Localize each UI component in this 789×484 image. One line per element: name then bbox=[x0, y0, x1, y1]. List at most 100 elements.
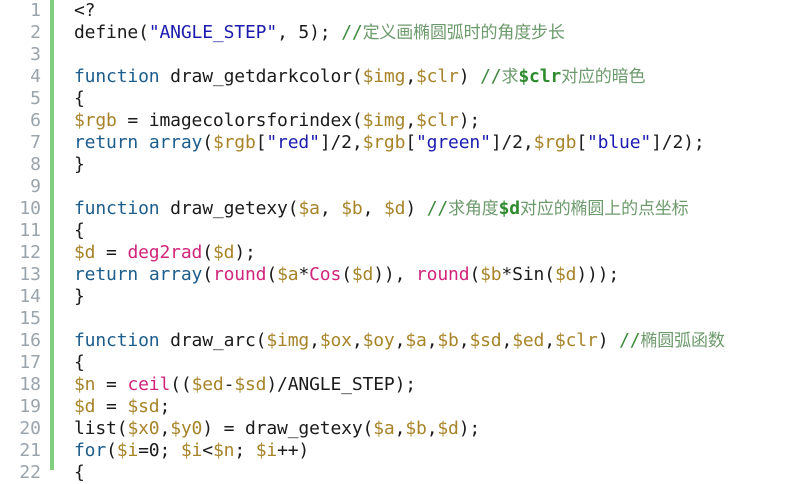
line-number: 16 bbox=[19, 330, 41, 351]
code-token: , bbox=[351, 330, 363, 351]
code-token: ); bbox=[234, 242, 256, 263]
code-token: // bbox=[426, 198, 449, 219]
code-line[interactable]: 14} bbox=[0, 286, 789, 308]
code-text[interactable]: $n = ceil(($ed-$sd)/ANGLE_STEP); bbox=[74, 374, 416, 396]
code-line[interactable]: 3 bbox=[0, 44, 789, 66]
code-token: ) bbox=[597, 330, 620, 351]
code-text[interactable]: { bbox=[74, 220, 85, 242]
line-number: 7 bbox=[30, 132, 41, 153]
line-number: 15 bbox=[19, 308, 41, 329]
code-text[interactable]: function draw_getexy($a, $b, $d) //求角度$d… bbox=[74, 198, 689, 220]
code-token: = bbox=[95, 242, 128, 263]
code-token: - bbox=[223, 374, 235, 395]
code-token: array bbox=[148, 132, 203, 153]
code-token: { bbox=[74, 462, 85, 483]
code-token: $clr bbox=[416, 110, 459, 131]
code-token: $d bbox=[437, 418, 459, 439]
code-token: , bbox=[458, 330, 470, 351]
code-token: ( bbox=[202, 242, 213, 263]
line-number: 12 bbox=[19, 242, 41, 263]
code-text[interactable]: $d = $sd; bbox=[74, 396, 170, 418]
code-line[interactable]: 6 $rgb = imagecolorsforindex($img,$clr); bbox=[0, 110, 789, 132]
code-text[interactable]: return array($rgb["red"]/2,$rgb["green"]… bbox=[74, 132, 705, 154]
code-token: 求角度 bbox=[448, 199, 499, 219]
code-token: $n bbox=[212, 440, 235, 461]
code-token: $a bbox=[277, 264, 299, 285]
code-token: 椭圆弧函数 bbox=[640, 331, 725, 351]
code-token: "blue" bbox=[587, 132, 652, 153]
code-token: $rgb bbox=[362, 132, 406, 153]
code-text[interactable]: $rgb = imagecolorsforindex($img,$clr); bbox=[74, 110, 480, 132]
code-text[interactable]: <? bbox=[74, 0, 96, 22]
code-line[interactable]: 15 bbox=[0, 308, 789, 330]
code-token: "ANGLE_STEP" bbox=[148, 22, 278, 43]
code-text[interactable]: function draw_arc($img,$ox,$oy,$a,$b,$sd… bbox=[74, 330, 725, 352]
code-token: } bbox=[74, 154, 85, 175]
code-token: 对应的暗色 bbox=[561, 67, 646, 87]
code-text[interactable]: function draw_getdarkcolor($img,$clr) //… bbox=[74, 66, 646, 88]
code-token: return bbox=[74, 264, 139, 285]
code-token: , bbox=[394, 330, 406, 351]
code-line[interactable]: 17{ bbox=[0, 352, 789, 374]
code-token: $img bbox=[266, 330, 310, 351]
code-token: $n bbox=[74, 374, 96, 395]
code-line[interactable]: 1<? bbox=[0, 0, 789, 22]
line-number: 11 bbox=[19, 220, 41, 241]
code-line[interactable]: 9 bbox=[0, 176, 789, 198]
code-text[interactable]: for($i=0; $i<$n; $i++) bbox=[74, 440, 309, 462]
code-line[interactable]: 5{ bbox=[0, 88, 789, 110]
code-token: ) = draw_getexy( bbox=[202, 418, 374, 439]
code-text[interactable]: } bbox=[74, 286, 85, 308]
code-token: , bbox=[319, 198, 342, 219]
code-token: $b bbox=[341, 198, 363, 219]
code-text[interactable]: { bbox=[74, 88, 85, 110]
code-text[interactable]: $d = deg2rad($d); bbox=[74, 242, 256, 264]
code-token: { bbox=[74, 220, 85, 241]
code-text[interactable]: } bbox=[74, 154, 85, 176]
code-token: $ox bbox=[319, 330, 352, 351]
line-number: 10 bbox=[19, 198, 41, 219]
code-token: $a bbox=[298, 198, 320, 219]
code-text[interactable]: define("ANGLE_STEP", 5); //定义画椭圆弧时的角度步长 bbox=[74, 22, 565, 44]
code-token: = bbox=[95, 396, 128, 417]
line-number-gutter bbox=[0, 0, 50, 470]
line-number: 6 bbox=[30, 110, 41, 131]
code-line[interactable]: 19$d = $sd; bbox=[0, 396, 789, 418]
code-token: = bbox=[95, 374, 128, 395]
code-token: $sd bbox=[234, 374, 267, 395]
code-line[interactable]: 8} bbox=[0, 154, 789, 176]
code-token: , bbox=[394, 418, 406, 439]
code-text[interactable]: { bbox=[74, 352, 85, 374]
code-token: $ed bbox=[191, 374, 224, 395]
code-token: $d bbox=[383, 198, 406, 219]
code-line[interactable]: 16 function draw_arc($img,$ox,$oy,$a,$b,$… bbox=[0, 330, 789, 352]
code-line[interactable]: 18 $n = ceil(($ed-$sd)/ANGLE_STEP); bbox=[0, 374, 789, 396]
code-token: $d bbox=[74, 396, 96, 417]
code-token: deg2rad bbox=[127, 242, 203, 263]
code-token: $x0 bbox=[127, 418, 160, 439]
code-token: , bbox=[426, 418, 438, 439]
code-token: draw_arc( bbox=[159, 330, 267, 351]
code-line[interactable]: 7 return array($rgb["red"]/2,$rgb["green"… bbox=[0, 132, 789, 154]
code-token: =0; bbox=[138, 440, 181, 461]
code-token: $sd bbox=[469, 330, 502, 351]
line-number: 21 bbox=[19, 440, 41, 461]
code-token: $y0 bbox=[170, 418, 203, 439]
code-text[interactable]: list($x0,$y0) = draw_getexy($a,$b,$d); bbox=[74, 418, 480, 440]
code-text[interactable]: { bbox=[74, 462, 85, 484]
code-token: $i bbox=[255, 440, 278, 461]
code-text[interactable]: return array(round($a*Cos($d)), round($b… bbox=[74, 264, 619, 286]
code-token: ))); bbox=[576, 264, 620, 285]
code-line[interactable]: 12 $d = deg2rad($d); bbox=[0, 242, 789, 264]
code-line[interactable]: 22{ bbox=[0, 462, 789, 484]
line-number: 18 bbox=[19, 374, 41, 395]
code-line[interactable]: 11 { bbox=[0, 220, 789, 242]
